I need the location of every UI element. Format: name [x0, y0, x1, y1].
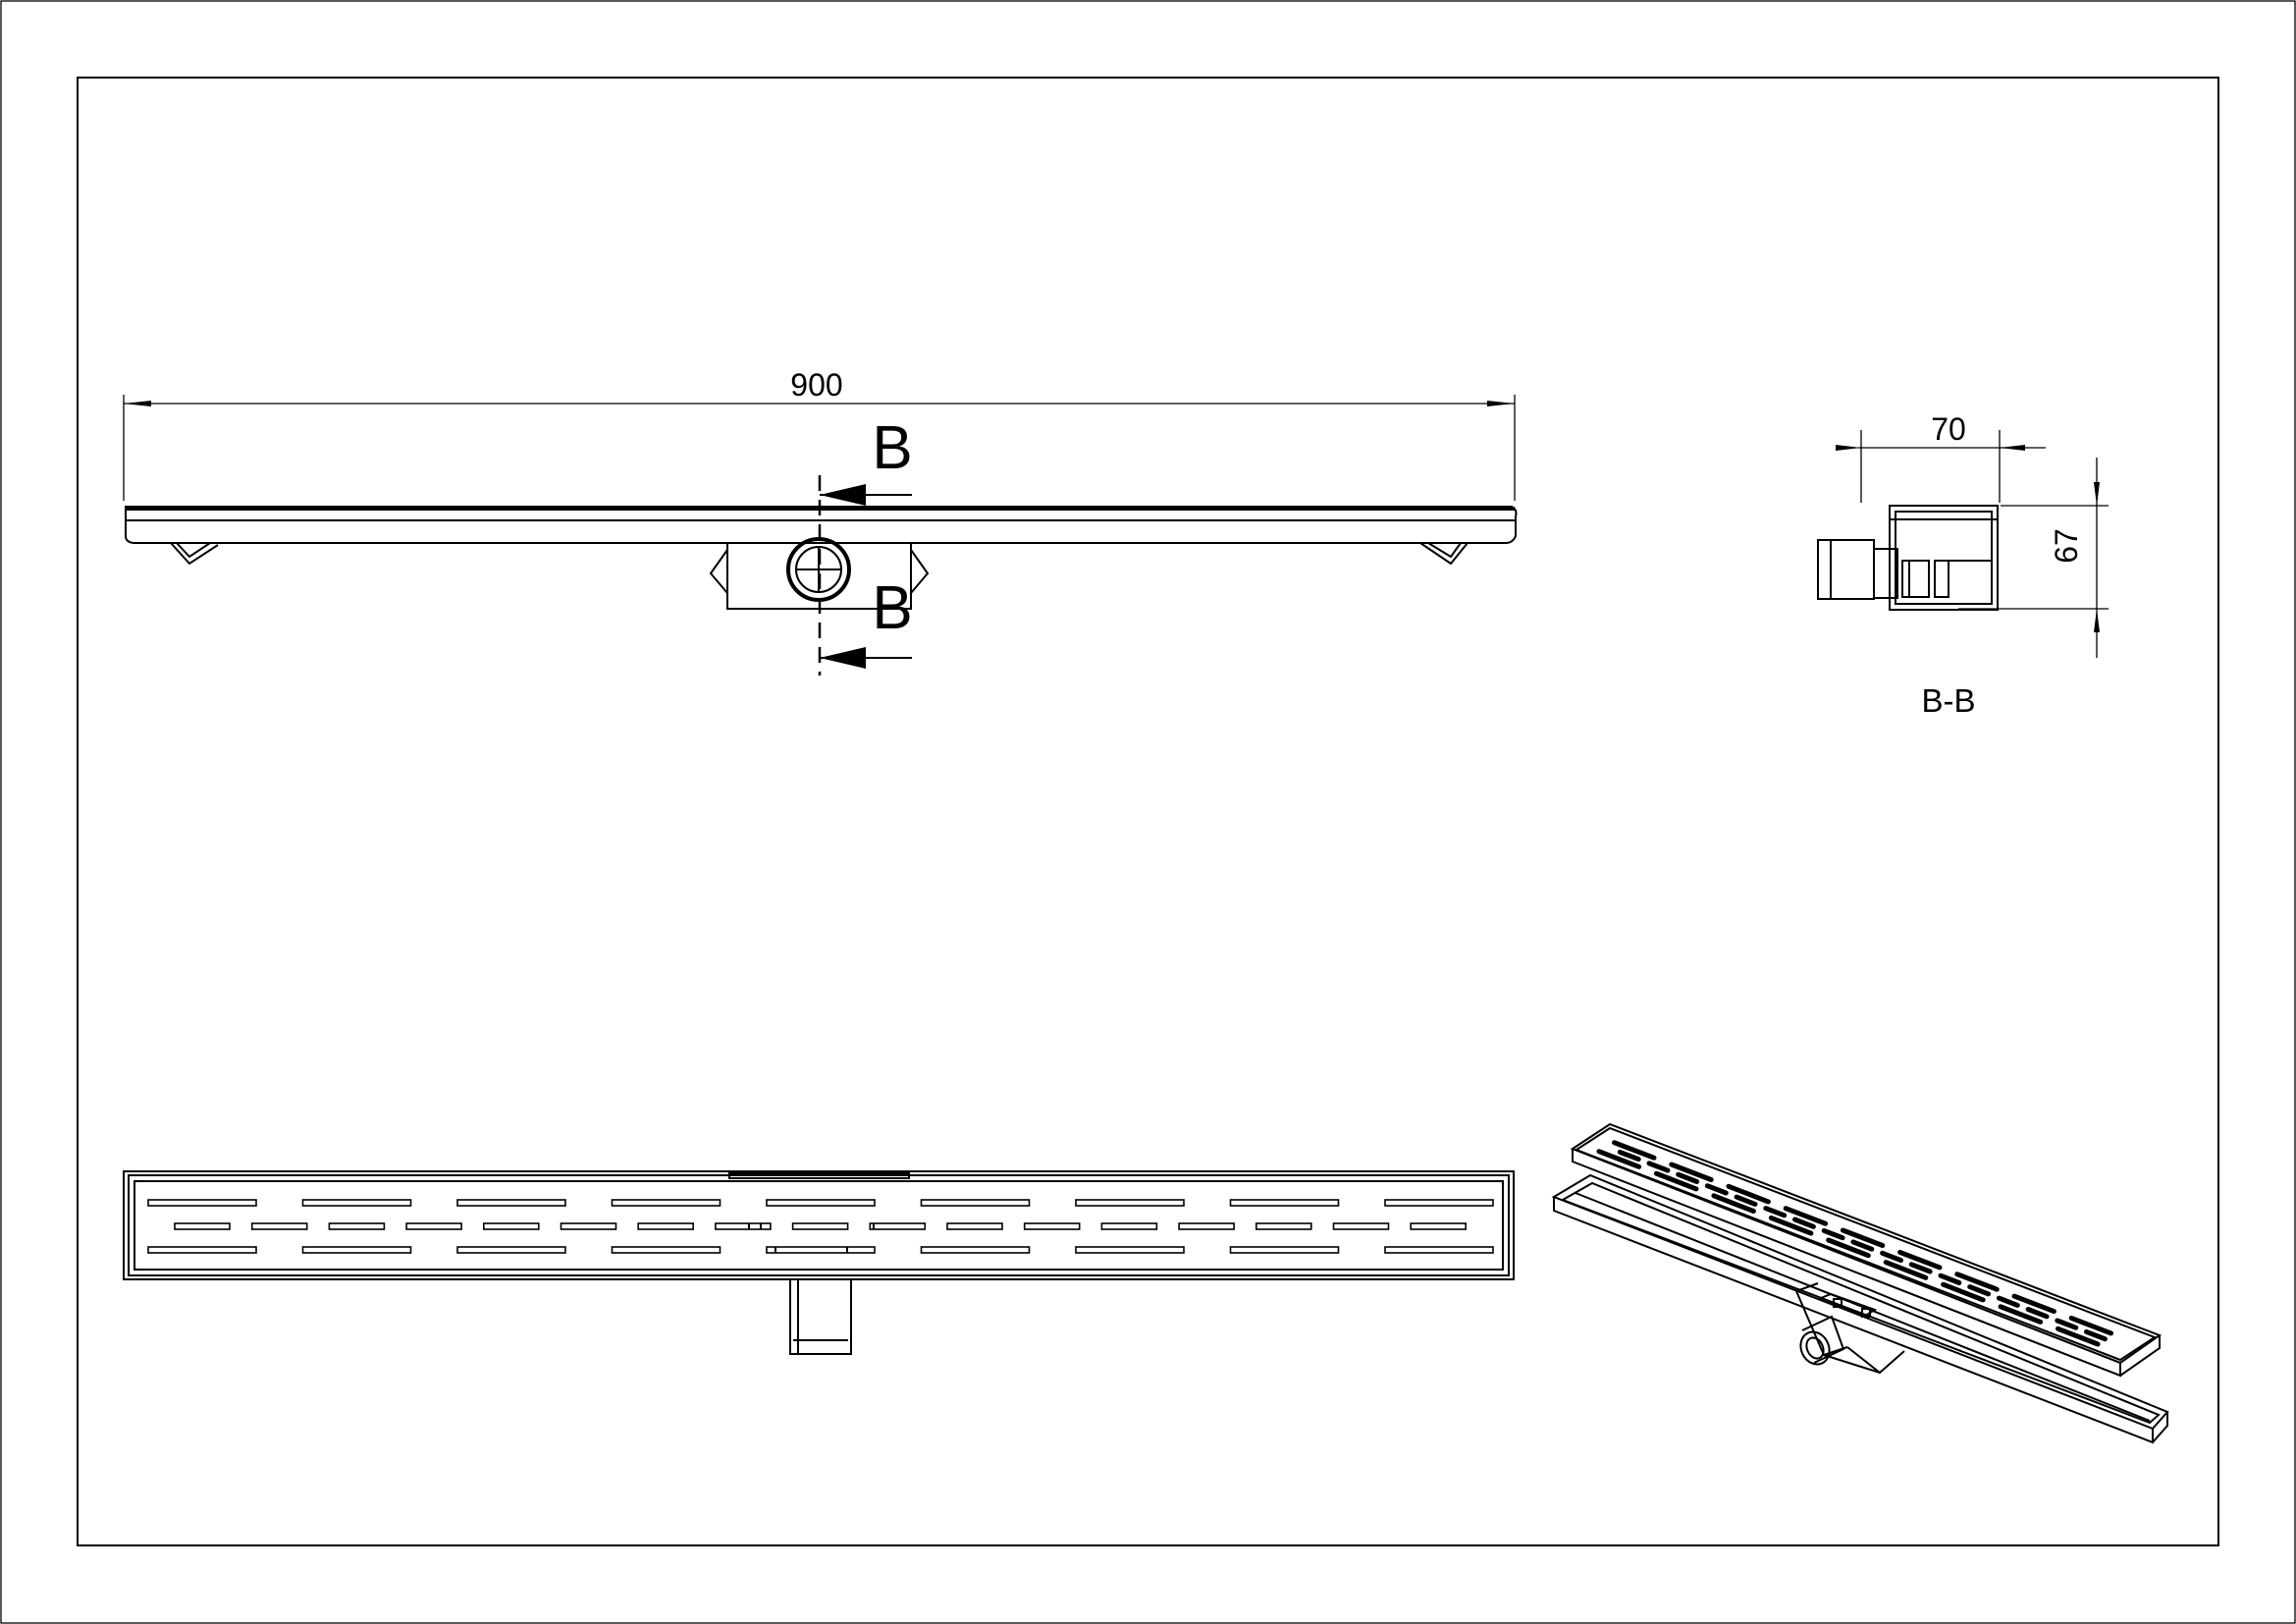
iso-grate-slot — [1726, 1183, 1771, 1205]
iso-grate-slot — [1711, 1193, 1756, 1214]
height-dimension: 67 — [1958, 458, 2109, 658]
grate-slot — [1100, 1222, 1158, 1230]
iso-grate-slot — [1998, 1304, 2044, 1325]
iso-grate-slot — [1897, 1249, 1943, 1271]
grate-slot — [301, 1199, 412, 1207]
grate-slot — [715, 1222, 772, 1230]
section-view-b-b: 70 67 B-B — [1817, 411, 2109, 719]
grate-slot — [147, 1199, 257, 1207]
grate-slot — [328, 1222, 386, 1230]
grate-slot — [174, 1222, 231, 1230]
isometric-view — [1551, 1122, 2169, 1444]
iso-grate-slot — [2025, 1307, 2050, 1320]
iso-grate-slots — [1596, 1140, 2114, 1347]
iso-grate-slot — [1908, 1262, 1933, 1274]
grate-slot — [1410, 1222, 1467, 1230]
iso-grate-slot — [2011, 1293, 2056, 1315]
grate-slot — [791, 1222, 849, 1230]
iso-grate-slot — [1768, 1215, 1814, 1236]
drawing-frame — [77, 77, 2219, 1546]
top-view-grate — [123, 1170, 1515, 1355]
grate-slot — [405, 1222, 462, 1230]
iso-grate-slot — [1840, 1227, 1886, 1248]
iso-grate-slot — [1783, 1206, 1829, 1226]
outlet-spigot — [789, 1278, 852, 1355]
iso-grate-slot — [1669, 1162, 1714, 1182]
iso-grate-slot — [1954, 1272, 2000, 1292]
iso-grate-slot — [2055, 1318, 2079, 1330]
length-dimension: 900 — [123, 367, 1516, 501]
grate-slot — [611, 1199, 721, 1207]
grate-slot — [946, 1222, 1003, 1230]
iso-grate-slot — [1617, 1149, 1641, 1163]
grate-slot — [1384, 1246, 1494, 1254]
grate-slot — [869, 1222, 927, 1230]
grate-slot — [920, 1199, 1031, 1207]
grate-slot — [611, 1246, 721, 1254]
grate-slot — [766, 1246, 876, 1254]
grate-slot — [766, 1199, 876, 1207]
grate-slot — [1255, 1222, 1312, 1230]
grate-slot — [1384, 1199, 1494, 1207]
iso-grate-slot — [1763, 1206, 1788, 1218]
iso-grate-slot — [1967, 1284, 1992, 1297]
iso-channel — [1551, 1173, 2169, 1444]
grate-slot — [560, 1222, 617, 1230]
grate-slot — [1332, 1222, 1390, 1230]
iso-grate-slot — [1941, 1281, 1986, 1303]
iso-grate-slot — [1596, 1149, 1642, 1169]
iso-grate-slot — [2084, 1328, 2108, 1342]
iso-grate-slot — [1938, 1272, 1962, 1285]
section-cut-line: B B — [818, 414, 913, 676]
width-dimension: 70 — [1836, 411, 2046, 503]
iso-grate-slot — [1850, 1239, 1875, 1252]
grate-slot — [1075, 1199, 1185, 1207]
iso-grate-slot — [2056, 1326, 2101, 1347]
section-profile — [1817, 505, 1999, 611]
section-label: B-B — [1921, 682, 1975, 719]
iso-grate-slot — [1821, 1227, 1845, 1241]
height-dimension-value: 67 — [2049, 528, 2084, 564]
grate-slot — [637, 1222, 695, 1230]
iso-grate-slot — [1646, 1161, 1671, 1173]
grate-slot — [147, 1246, 257, 1254]
iso-grate-slot — [1880, 1250, 1903, 1264]
iso-grate — [1570, 1122, 2163, 1378]
iso-grate-slot — [1704, 1183, 1729, 1196]
section-marker-bottom: B — [872, 574, 912, 642]
front-view: 900 — [123, 367, 1518, 676]
grate-slot — [1229, 1246, 1340, 1254]
width-dimension-value: 70 — [1931, 411, 1966, 447]
grate-slot — [250, 1222, 308, 1230]
iso-grate-slot — [1826, 1237, 1871, 1259]
grate-slot — [920, 1246, 1031, 1254]
iso-grate-slot — [1612, 1140, 1657, 1161]
iso-grate-slot — [1653, 1170, 1699, 1192]
iso-outlet — [1794, 1282, 1905, 1375]
grate-slot — [1178, 1222, 1235, 1230]
iso-grate-slot — [1734, 1194, 1758, 1207]
length-dimension-value: 900 — [790, 367, 842, 403]
iso-grate-slot — [1883, 1260, 1929, 1280]
section-marker-top: B — [872, 414, 912, 482]
grate-slot — [301, 1246, 412, 1254]
grate-slot — [482, 1222, 540, 1230]
grate-slot — [1023, 1222, 1081, 1230]
grate-slot — [1075, 1246, 1185, 1254]
iso-grate-slot — [1676, 1171, 1700, 1184]
iso-grate-slot — [2068, 1315, 2114, 1336]
grate-slot — [456, 1246, 566, 1254]
iso-grate-slot — [1996, 1295, 2020, 1308]
grate-slot — [1229, 1199, 1340, 1207]
iso-grate-slot — [1792, 1217, 1816, 1229]
grate-slots — [147, 1199, 1494, 1254]
grate-slot — [456, 1199, 566, 1207]
